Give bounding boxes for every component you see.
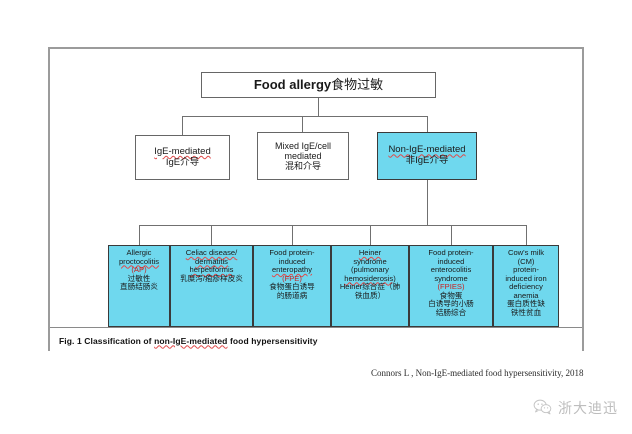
node-mixed-en-line2: mediated — [284, 150, 322, 161]
wechat-icon — [533, 399, 552, 418]
leaf5-cn-2: 白诱导的小肠 — [428, 299, 474, 308]
node-cows-milk-protein-induced-iron-deficiency-anemia: Cow's milk (CM) protein- induced iron de… — [493, 245, 559, 327]
watermark-text: 浙大迪迅 — [558, 401, 618, 417]
node-ige-mediated-en: IgE-mediated — [154, 145, 211, 157]
connector-level3-branch-6 — [526, 225, 527, 245]
citation-text: Connors L , Non-IgE-mediated food hypers… — [371, 368, 584, 378]
leaf2-en-1: Celiac disease/ — [185, 248, 238, 257]
connector-level3-branch-4 — [370, 225, 371, 245]
leaf6-en-2: (CM) — [517, 256, 535, 266]
figure-caption-bar: Fig. 1 Classification of non-IgE-mediate… — [50, 327, 582, 353]
leaf2-cn-1: 乳糜泻/疱疹样皮炎 — [180, 273, 243, 283]
caption-emphasis: non-IgE-mediated — [154, 335, 228, 346]
leaf1-cn-1: 过敏性 — [127, 273, 151, 283]
node-mixed-en-line1: Mixed IgE/cell — [274, 140, 332, 151]
slide-frame: Food allergy食物过敏 IgE-mediated IgE介导 Mixe… — [48, 47, 584, 353]
node-non-ige-mediated: Non-IgE-mediated 非IgE介导 — [377, 132, 477, 180]
leaf4-cn-1: Heiner综合症（肺 — [339, 282, 401, 291]
connector-nonige-stem — [427, 180, 428, 225]
caption-prefix: Fig. 1 — [59, 335, 82, 346]
footer-bar: 浙大迪迅 — [0, 396, 632, 434]
leaf3-cn-2: 的肠道病 — [276, 290, 308, 300]
node-non-ige-mediated-en: Non-IgE-mediated — [388, 144, 466, 156]
leaf5-cn-1: 食物蛋 — [439, 290, 463, 300]
figure-caption: Fig. 1 Classification of non-IgE-mediate… — [50, 336, 318, 346]
node-food-allergy-cn: 食物过敏 — [331, 76, 384, 92]
leaf6-en-6: anemia — [513, 290, 539, 300]
leaf5-cn-3: 结肠综合 — [435, 307, 467, 317]
leaf6-en-3: protein- — [513, 265, 539, 274]
leaf3-abbr: (FPE) — [282, 273, 302, 283]
connector-level2-branch-1 — [182, 116, 183, 135]
caption-text-before: Classification of — [84, 335, 152, 346]
leaf6-cn-1: 蛋白质性缺 — [507, 299, 545, 308]
leaf1-en-2: proctocolitis — [118, 256, 160, 266]
leaf4-en-2: syndrome — [353, 256, 387, 266]
node-mixed-ige-cell-mediated: Mixed IgE/cell mediated 混和介导 — [257, 132, 349, 180]
leaf6-en-4: induced iron — [505, 273, 547, 283]
connector-level2-bus — [182, 116, 427, 117]
connector-level3-branch-2 — [211, 225, 212, 245]
connector-level2-branch-3 — [427, 116, 428, 132]
watermark: 浙大迪迅 — [533, 398, 618, 418]
leaf1-abbr: (AP) — [131, 265, 147, 274]
caption-text-after: food hypersensitivity — [229, 335, 318, 346]
connector-level2-branch-2 — [302, 116, 303, 132]
leaf4-cn-2: 铁血质） — [354, 290, 386, 300]
node-food-protein-induced-enteropathy: Food protein- induced enteropathy (FPE) … — [253, 245, 331, 327]
node-allergic-proctocolitis: Allergic proctocolitis (AP) 过敏性 直肠结肠炎 — [108, 245, 170, 327]
leaf5-en-2: induced — [437, 256, 465, 266]
leaf3-en-1: Food protein- — [269, 248, 315, 257]
leaf5-abbr: (FPIES) — [437, 282, 465, 291]
leaf4-en-1: Heiner — [358, 248, 382, 257]
node-ige-mediated: IgE-mediated IgE介导 — [135, 135, 230, 180]
node-heiner-syndrome: Heiner syndrome (pulmonary hemosiderosis… — [331, 245, 409, 327]
connector-root-stem — [318, 98, 319, 116]
leaf4-en-3: (pulmonary — [351, 265, 389, 274]
leaf4-en-4: hemosiderosis) — [344, 273, 396, 283]
leaf6-en-5: deficiency — [509, 282, 543, 291]
connector-level3-bus — [139, 225, 527, 226]
node-food-allergy: Food allergy食物过敏 — [201, 72, 436, 98]
node-mixed-cn: 混和介导 — [284, 161, 321, 172]
connector-level3-branch-5 — [451, 225, 452, 245]
leaf1-cn-2: 直肠结肠炎 — [120, 282, 158, 291]
leaf1-en-1: Allergic — [126, 248, 152, 257]
leaf2-en-3: herpetiformis — [189, 265, 234, 274]
leaf6-en-1: Cow's milk — [507, 248, 545, 257]
connector-level3-branch-3 — [292, 225, 293, 245]
node-ige-mediated-cn: IgE介导 — [165, 156, 200, 168]
leaf3-cn-1: 食物蛋白诱导 — [269, 282, 315, 291]
leaf3-en-2: induced — [278, 256, 306, 266]
leaf5-en-1: Food protein- — [428, 248, 474, 257]
node-food-allergy-en: Food allergy — [253, 76, 332, 92]
leaf6-cn-2: 铁性贫血 — [510, 307, 542, 317]
connector-level3-branch-1 — [139, 225, 140, 245]
leaf5-en-4: syndrome — [434, 273, 468, 283]
leaf2-en-2: dermatitis — [195, 256, 228, 266]
node-celiac-disease-dermatitis-herpetiformis: Celiac disease/ dermatitis herpetiformis… — [170, 245, 253, 327]
node-non-ige-mediated-cn: 非IgE介导 — [405, 155, 449, 166]
node-food-protein-induced-enterocolitis-syndrome: Food protein- induced enterocolitis synd… — [409, 245, 493, 327]
leaf3-en-3: enteropathy — [271, 265, 313, 274]
leaf5-en-3: enterocolitis — [430, 265, 472, 274]
